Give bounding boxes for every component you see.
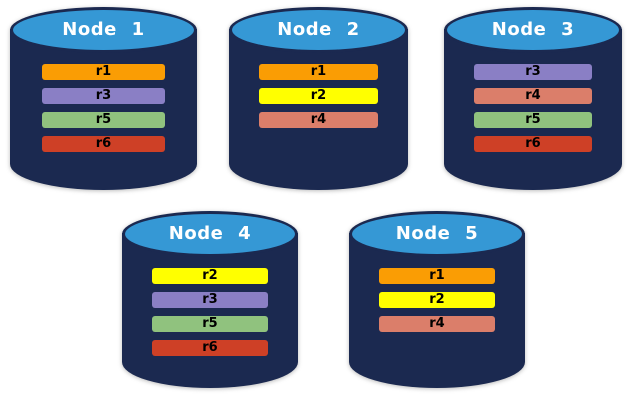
node-2-cylinder-body: [229, 29, 408, 190]
node-4-label: Node 4: [168, 222, 252, 244]
replica-bar-r5: r5: [474, 112, 592, 128]
node-4-cylinder-body: [122, 233, 298, 388]
node-5-cylinder: Node 5 r1 r2 r4: [349, 211, 525, 388]
replica-bar-r2: r2: [259, 88, 378, 104]
node-3-cylinder: Node 3 r3 r4 r5 r6: [444, 7, 622, 190]
node-4-replica-list: r2 r3 r5 r6: [122, 268, 298, 356]
node-1-cylinder-top: Node 1: [10, 7, 197, 53]
replica-bar-r2: r2: [151, 268, 269, 284]
node-3-label: Node 3: [491, 18, 575, 40]
replica-bar-r1: r1: [41, 64, 166, 80]
node-2-cylinder-top: Node 2: [229, 7, 408, 53]
node-1-cylinder-top-face: [13, 10, 194, 50]
node-4-cylinder-top-face: [125, 214, 295, 254]
replica-bar-r4: r4: [259, 112, 378, 128]
node-5-cylinder-top: Node 5: [349, 211, 525, 257]
replica-bar-r5: r5: [41, 112, 166, 128]
node-3-cylinder-body: [444, 29, 622, 190]
node-2-cylinder-top-face: [232, 10, 405, 50]
node-4-cylinder: Node 4 r2 r3 r5 r6: [122, 211, 298, 388]
replica-bar-r4: r4: [474, 88, 592, 104]
node-1-cylinder: Node 1 r1 r3 r5 r6: [10, 7, 197, 190]
node-1-replica-list: r1 r3 r5 r6: [10, 64, 197, 152]
node-5-cylinder-body: [349, 233, 525, 388]
node-3-cylinder-top-face: [447, 10, 619, 50]
node-5-label: Node 5: [395, 222, 479, 244]
replica-bar-r1: r1: [259, 64, 378, 80]
replica-bar-r6: r6: [151, 340, 269, 356]
replica-bar-r1: r1: [378, 268, 496, 284]
node-2-cylinder: Node 2 r1 r2 r4: [229, 7, 408, 190]
node-3-replica-list: r3 r4 r5 r6: [444, 64, 622, 152]
node-2-replica-list: r1 r2 r4: [229, 64, 408, 128]
node-2-label: Node 2: [277, 18, 360, 40]
replica-bar-r5: r5: [151, 316, 269, 332]
node-4-cylinder-top: Node 4: [122, 211, 298, 257]
replica-bar-r4: r4: [378, 316, 496, 332]
replica-bar-r6: r6: [474, 136, 592, 152]
replica-bar-r3: r3: [474, 64, 592, 80]
node-5-cylinder-top-face: [352, 214, 522, 254]
replica-bar-r3: r3: [41, 88, 166, 104]
replica-bar-r2: r2: [378, 292, 496, 308]
node-3-cylinder-top: Node 3: [444, 7, 622, 53]
node-5-replica-list: r1 r2 r4: [349, 268, 525, 332]
node-1-cylinder-body: [10, 29, 197, 190]
node-1-label: Node 1: [62, 18, 145, 40]
replica-bar-r3: r3: [151, 292, 269, 308]
replica-bar-r6: r6: [41, 136, 166, 152]
